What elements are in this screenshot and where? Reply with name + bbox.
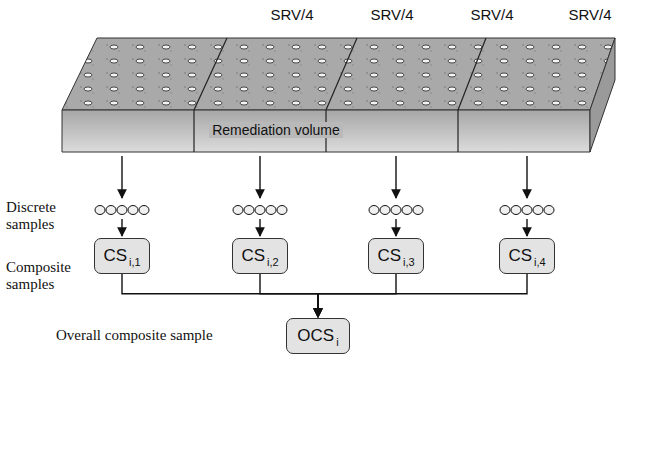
volume-fraction-label: SRV/4 [568, 6, 611, 23]
merge-connector [122, 274, 318, 317]
composite-box: CSi,4 [499, 238, 555, 274]
composite-box: CSi,1 [94, 238, 150, 274]
subscript: i,1 [129, 256, 141, 268]
discrete-sample [500, 206, 510, 215]
merge-connector [318, 274, 527, 317]
discrete-sample [128, 206, 138, 215]
discrete-sample [544, 206, 554, 215]
discrete-sample [391, 206, 401, 215]
row-label: Discrete samples [6, 199, 76, 234]
discrete-sample [380, 206, 390, 215]
composite-box: CSi,2 [232, 238, 288, 274]
volume-fraction-label: SRV/4 [370, 6, 413, 23]
discrete-sample [369, 206, 379, 215]
discrete-sample [244, 206, 254, 215]
discrete-sample [95, 206, 105, 215]
subscript: i,3 [403, 256, 415, 268]
box-label: CS [103, 246, 127, 266]
flow-arrow [259, 156, 260, 198]
flow-arrow [395, 156, 396, 198]
merge-connector [318, 274, 396, 317]
composite-box: CSi,3 [368, 238, 424, 274]
discrete-sample [511, 206, 521, 215]
overall-composite-box: OCSi [286, 318, 350, 354]
discrete-sample [266, 206, 276, 215]
subscript: i,2 [267, 256, 279, 268]
box-label: CS [241, 246, 265, 266]
merge-connector [260, 274, 318, 317]
discrete-sample [233, 206, 243, 215]
discrete-sample [255, 206, 265, 215]
volume-fraction-label: SRV/4 [270, 6, 313, 23]
discrete-sample [402, 206, 412, 215]
row-label: Composite samples [6, 259, 86, 294]
flow-arrow [395, 219, 396, 236]
discrete-sample [533, 206, 543, 215]
subscript: i,4 [534, 256, 546, 268]
discrete-sample [106, 206, 116, 215]
block-label: Remediation volume [209, 122, 343, 138]
box-label: OCS [297, 326, 334, 346]
flow-arrow [121, 219, 122, 236]
discrete-sample [413, 206, 423, 215]
discrete-sample [522, 206, 532, 215]
box-label: CS [377, 246, 401, 266]
row-label: Overall composite sample [56, 327, 213, 344]
discrete-sample [277, 206, 287, 215]
flow-arrow [121, 156, 122, 198]
flow-arrow [259, 219, 260, 236]
flow-arrow [526, 219, 527, 236]
subscript: i [336, 336, 338, 348]
discrete-sample [139, 206, 149, 215]
flow-arrow [526, 156, 527, 198]
box-label: CS [508, 246, 532, 266]
volume-fraction-label: SRV/4 [470, 6, 513, 23]
discrete-sample [117, 206, 127, 215]
